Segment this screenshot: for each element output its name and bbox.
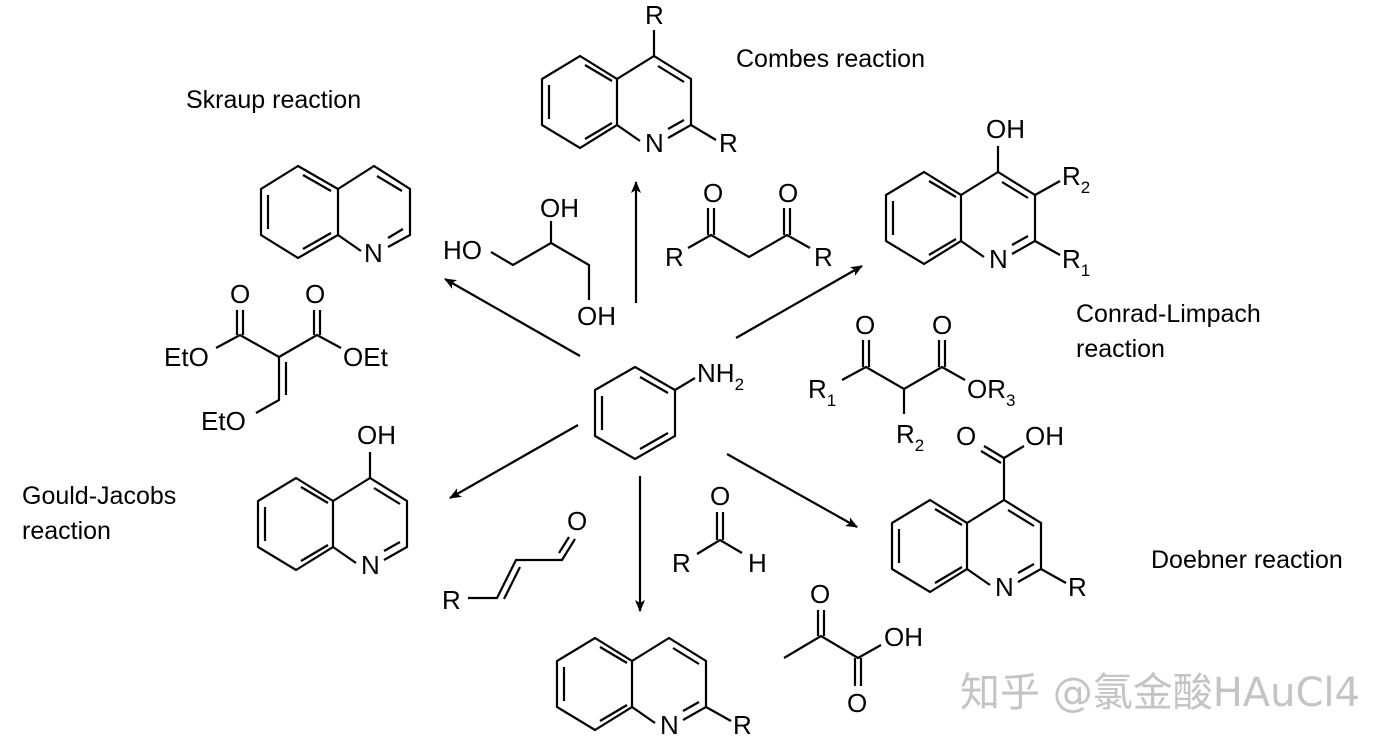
svg-text:R: R — [442, 585, 461, 615]
svg-text:R1: R1 — [1062, 244, 1090, 280]
svg-text:R1: R1 — [808, 374, 836, 410]
gould-jacobs-label-line1: Gould-Jacobs — [22, 482, 176, 510]
svg-text:R: R — [1068, 572, 1087, 602]
svg-text:O: O — [230, 279, 250, 309]
doebner-miller-product: N R — [555, 636, 752, 740]
svg-text:R: R — [733, 710, 752, 740]
svg-text:OH: OH — [540, 193, 579, 223]
arrow-to-gould-jacobs — [449, 424, 579, 499]
svg-text:OH: OH — [986, 114, 1025, 144]
svg-text:O: O — [932, 310, 952, 340]
ketoester-structure: O O R1 OR3 R2 — [808, 310, 1015, 455]
conrad-limpach-product: OH N R2 R1 — [884, 114, 1090, 280]
arrow-to-conrad-limpach — [735, 265, 863, 339]
svg-text:R: R — [665, 242, 684, 272]
gould-jacobs-product: OH N — [256, 420, 409, 580]
aldehyde-structure: O R H — [672, 481, 767, 578]
aniline-nh2-label: NH2 — [697, 358, 744, 394]
arrow-to-skraup — [444, 278, 581, 357]
pyruvic-acid-structure: O OH O — [783, 579, 923, 718]
skraup-product-n: N — [364, 238, 383, 268]
svg-text:EtO: EtO — [201, 406, 246, 436]
svg-text:O: O — [567, 506, 587, 536]
doebner-product: O OH N R — [890, 421, 1087, 602]
conrad-limpach-label-line1: Conrad-Limpach — [1076, 300, 1261, 328]
svg-text:O: O — [855, 310, 875, 340]
svg-text:R: R — [814, 242, 833, 272]
malonate-structure: O O EtO OEt EtO — [164, 279, 389, 436]
svg-text:O: O — [956, 421, 976, 451]
svg-text:O: O — [703, 178, 723, 208]
watermark: 知乎 @氯金酸HAuCl4 — [960, 670, 1360, 716]
svg-text:N: N — [645, 128, 664, 158]
svg-text:N: N — [989, 244, 1008, 274]
arrow-to-doebner — [726, 453, 858, 528]
svg-text:O: O — [810, 579, 830, 609]
skraup-product-quinoline: N — [259, 164, 412, 268]
svg-text:OH: OH — [357, 420, 396, 450]
gould-jacobs-label-line2: reaction — [22, 517, 111, 545]
svg-text:O: O — [847, 688, 867, 718]
unsaturated-aldehyde-structure: R O — [442, 506, 587, 615]
svg-text:HO: HO — [443, 235, 482, 265]
svg-text:N: N — [995, 572, 1014, 602]
conrad-limpach-label-line2: reaction — [1076, 335, 1165, 363]
svg-text:O: O — [778, 178, 798, 208]
svg-text:H: H — [748, 548, 767, 578]
svg-text:OH: OH — [577, 301, 616, 331]
doebner-reaction-label: Doebner reaction — [1151, 546, 1343, 574]
combes-product-quinoline: N R R — [540, 0, 738, 158]
svg-text:R: R — [672, 548, 691, 578]
svg-text:O: O — [305, 279, 325, 309]
svg-text:OR3: OR3 — [967, 374, 1015, 410]
svg-text:R2: R2 — [896, 419, 924, 455]
svg-text:R: R — [719, 128, 738, 158]
svg-text:OEt: OEt — [343, 342, 389, 372]
svg-text:R2: R2 — [1062, 161, 1090, 197]
svg-text:EtO: EtO — [164, 342, 209, 372]
svg-text:R: R — [645, 0, 664, 30]
combes-reaction-label: Combes reaction — [736, 45, 925, 73]
svg-text:OH: OH — [1025, 421, 1064, 451]
skraup-reaction-label: Skraup reaction — [186, 86, 361, 114]
aniline-structure: NH2 — [593, 358, 744, 461]
glycerol-structure: HO OH OH — [443, 193, 616, 331]
svg-text:O: O — [710, 481, 730, 511]
svg-text:N: N — [361, 550, 380, 580]
diketone-structure: O O R R — [665, 178, 833, 272]
svg-text:N: N — [660, 710, 679, 740]
svg-text:OH: OH — [884, 622, 923, 652]
